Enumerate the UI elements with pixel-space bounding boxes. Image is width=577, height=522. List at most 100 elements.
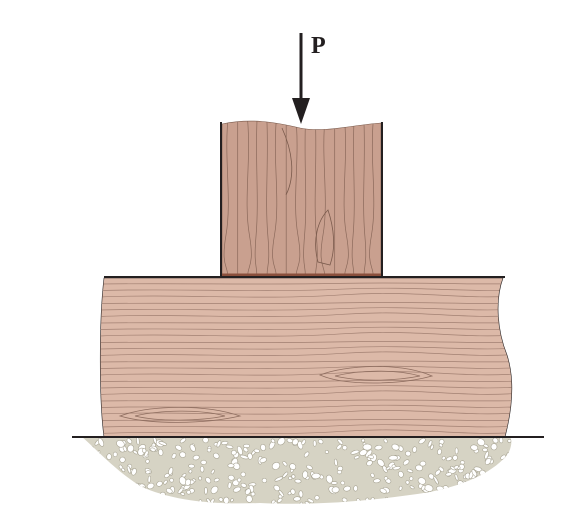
beam-knot <box>134 410 226 421</box>
pebble <box>412 446 418 453</box>
beam-grain-line <box>100 332 512 337</box>
post-grain-line <box>272 121 278 277</box>
pebble <box>200 459 207 465</box>
pebble <box>206 447 212 453</box>
pebble <box>180 492 185 496</box>
pebble <box>127 444 135 453</box>
pebble <box>156 480 163 487</box>
post-grain-line <box>223 121 229 277</box>
pebble <box>260 444 267 451</box>
pebble <box>484 457 492 465</box>
pebble <box>289 463 297 470</box>
pebble <box>83 468 90 475</box>
pebble <box>277 497 283 503</box>
pebble <box>145 470 151 475</box>
pebble <box>312 440 317 447</box>
pebble <box>411 497 419 503</box>
pebble <box>409 485 415 490</box>
pebble <box>210 485 219 494</box>
pebble <box>147 475 151 483</box>
pebble <box>402 459 410 466</box>
pebble <box>370 497 376 504</box>
pebble <box>240 471 246 477</box>
pebble <box>503 479 509 486</box>
pebble <box>231 450 237 456</box>
pebble <box>350 449 360 455</box>
load-label-p: P <box>311 33 326 59</box>
pebble <box>373 478 381 484</box>
beam-grain-line <box>100 307 512 311</box>
post-grain-line <box>343 121 349 277</box>
pebble <box>145 494 151 500</box>
pebble <box>385 466 391 471</box>
pebble <box>301 439 306 446</box>
pebble <box>159 491 166 498</box>
pebble <box>379 488 387 494</box>
pebble <box>307 498 314 504</box>
pebble <box>492 487 499 496</box>
pebble <box>306 464 313 470</box>
beam-grain-line <box>100 282 512 285</box>
pebble <box>243 443 250 448</box>
gravel-ground <box>82 437 512 504</box>
beam-grain-line <box>100 321 512 324</box>
post-grain-line <box>266 121 270 277</box>
pebble <box>259 457 267 464</box>
pebble <box>374 444 383 451</box>
pebble <box>480 490 489 496</box>
pebble <box>484 451 489 460</box>
pebble <box>402 500 409 504</box>
pebble <box>394 501 401 504</box>
pebble <box>398 470 404 478</box>
pebble <box>457 484 463 489</box>
pebble <box>290 488 296 495</box>
pebble <box>165 488 173 494</box>
pebble <box>282 461 288 467</box>
pebble <box>278 490 285 497</box>
post-grain-line <box>254 121 258 277</box>
pebble <box>89 471 99 479</box>
pebble <box>421 485 426 491</box>
pebble <box>454 447 459 455</box>
pebble <box>179 437 187 444</box>
post-grain-line <box>314 121 318 277</box>
pebble <box>353 485 358 492</box>
pebble <box>216 440 222 448</box>
pebble <box>132 482 140 492</box>
beam-knot <box>118 406 242 423</box>
pebble <box>392 466 401 471</box>
pebble <box>370 472 375 478</box>
pebble <box>304 501 310 504</box>
pebble <box>445 456 453 462</box>
pebble <box>291 474 296 479</box>
pebble <box>271 461 281 470</box>
pebble <box>107 485 114 491</box>
pebble <box>342 445 348 451</box>
beam-grain-line <box>100 351 512 357</box>
pebble <box>245 495 253 503</box>
post-grain-line <box>363 121 367 277</box>
timber-beam <box>99 277 513 438</box>
pebble <box>97 437 105 447</box>
pebble <box>97 471 102 479</box>
pebble <box>336 444 342 450</box>
pebble <box>188 463 195 469</box>
post-grain-line <box>246 121 252 277</box>
post-grain-line <box>351 121 355 277</box>
pebble <box>178 476 187 486</box>
pebble <box>133 489 143 494</box>
pebble <box>179 451 187 458</box>
pebble <box>482 447 488 452</box>
pebble <box>126 465 131 474</box>
pebble <box>84 460 92 467</box>
pebble <box>318 439 324 445</box>
pebble <box>244 488 251 495</box>
beam-grain-line <box>100 302 512 304</box>
pebble <box>131 468 137 476</box>
pebble <box>442 494 451 502</box>
post-grain-line <box>369 121 375 277</box>
pebble <box>418 437 426 445</box>
pebble <box>366 460 373 467</box>
pebble <box>492 437 499 444</box>
pebble <box>433 476 439 485</box>
